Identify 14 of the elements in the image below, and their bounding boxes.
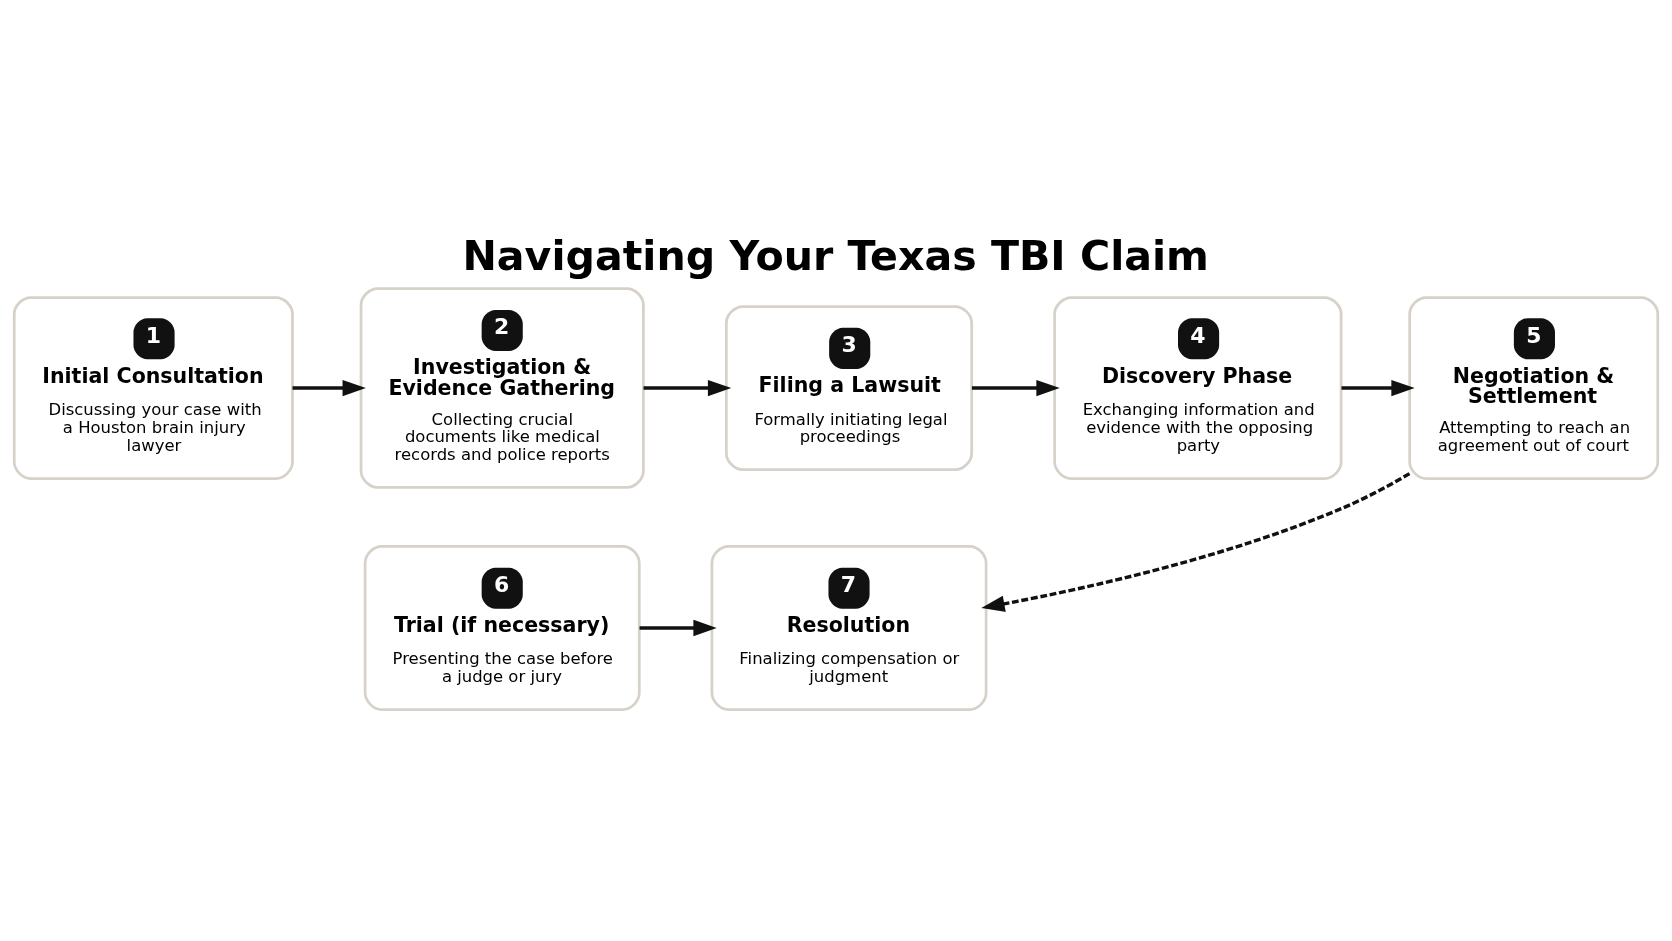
node-box: 5 Negotiation & Settlement Attempting to reach an agreement out of court [1408, 295, 1660, 480]
arrow [981, 471, 1411, 612]
arrow [639, 619, 717, 636]
arrow [1341, 379, 1415, 396]
node-box: 6 Trial (if necessary) Presenting the case before a judge or jury [363, 544, 641, 711]
arrow [643, 379, 732, 396]
node-box: 3 Filing a Lawsuit Formally initiating legal proceedings [724, 304, 974, 471]
node-box: 1 Initial Consultation Discussing your case with a Houston brain injury lawyer [12, 295, 294, 480]
diagram-title: Navigating Your Texas TBI Claim [462, 230, 1209, 279]
arrow [971, 379, 1060, 396]
arrow [292, 379, 366, 396]
node-box: 4 Discovery Phase Exchanging information and evidence with the opposing party [1053, 295, 1343, 480]
node-box: 2 Investigation & Evidence Gathering Collecting crucial documents like medical records and police reports [359, 286, 645, 489]
node-box: 7 Resolution Finalizing compensation or judgment [710, 544, 988, 711]
